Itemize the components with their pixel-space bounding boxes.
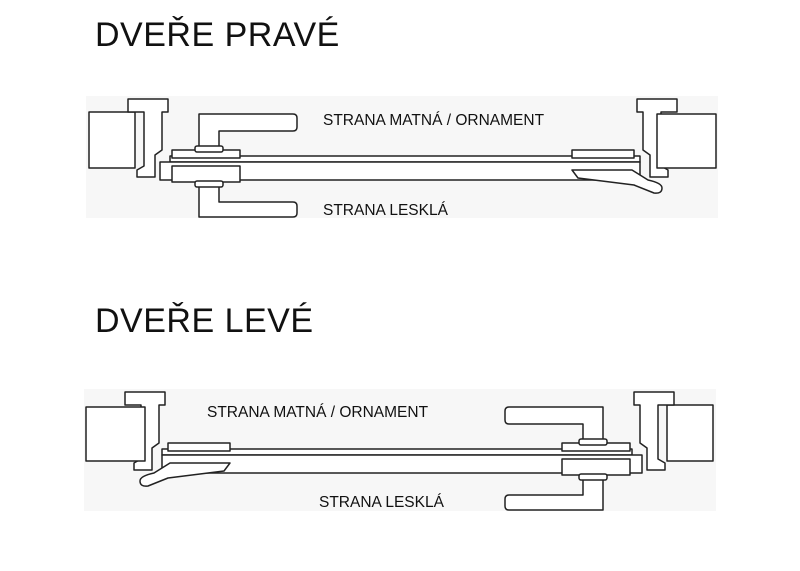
left-door-glossy-side-label: STRANA LESKLÁ — [319, 494, 444, 511]
right-door-title: DVEŘE PRAVÉ — [95, 16, 340, 54]
left-door-title: DVEŘE LEVÉ — [95, 302, 314, 340]
right-door-glossy-side-label: STRANA LESKLÁ — [323, 202, 448, 219]
right-door-matte-side-label: STRANA MATNÁ / ORNAMENT — [323, 112, 545, 129]
left-door-matte-side-label: STRANA MATNÁ / ORNAMENT — [207, 404, 429, 421]
